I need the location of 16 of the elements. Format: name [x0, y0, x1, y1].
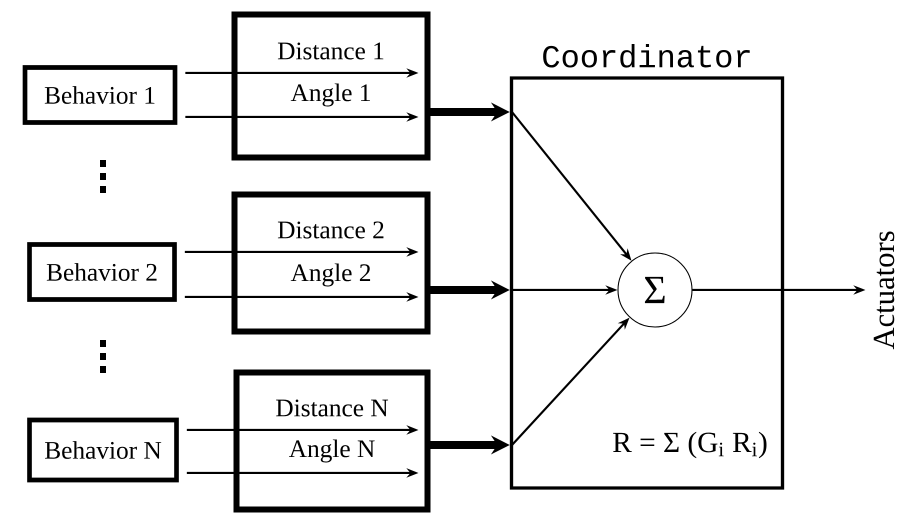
behavior-box: Behavior 2	[27, 242, 177, 302]
edge-label: Distance 2	[276, 220, 386, 240]
edge-label: Distance 1	[276, 41, 386, 61]
signal-box	[232, 192, 430, 334]
edge-label: Angle 2	[289, 262, 373, 288]
signal-box	[232, 12, 430, 160]
edge-label: Angle 1	[289, 82, 373, 108]
formula-label: R = Σ (G$_{i}$ R$_{i}$)	[610, 430, 770, 460]
edge-label: Angle N	[287, 438, 377, 464]
output-label: Actuators	[874, 231, 894, 350]
coordinator-box	[510, 76, 784, 490]
signal-box	[234, 370, 430, 512]
box-title: Coordinator	[543, 44, 750, 68]
edge-label: Distance N	[274, 398, 390, 418]
behavior-box: Behavior 1	[22, 65, 178, 125]
behavior-box: Behavior N	[27, 418, 179, 482]
